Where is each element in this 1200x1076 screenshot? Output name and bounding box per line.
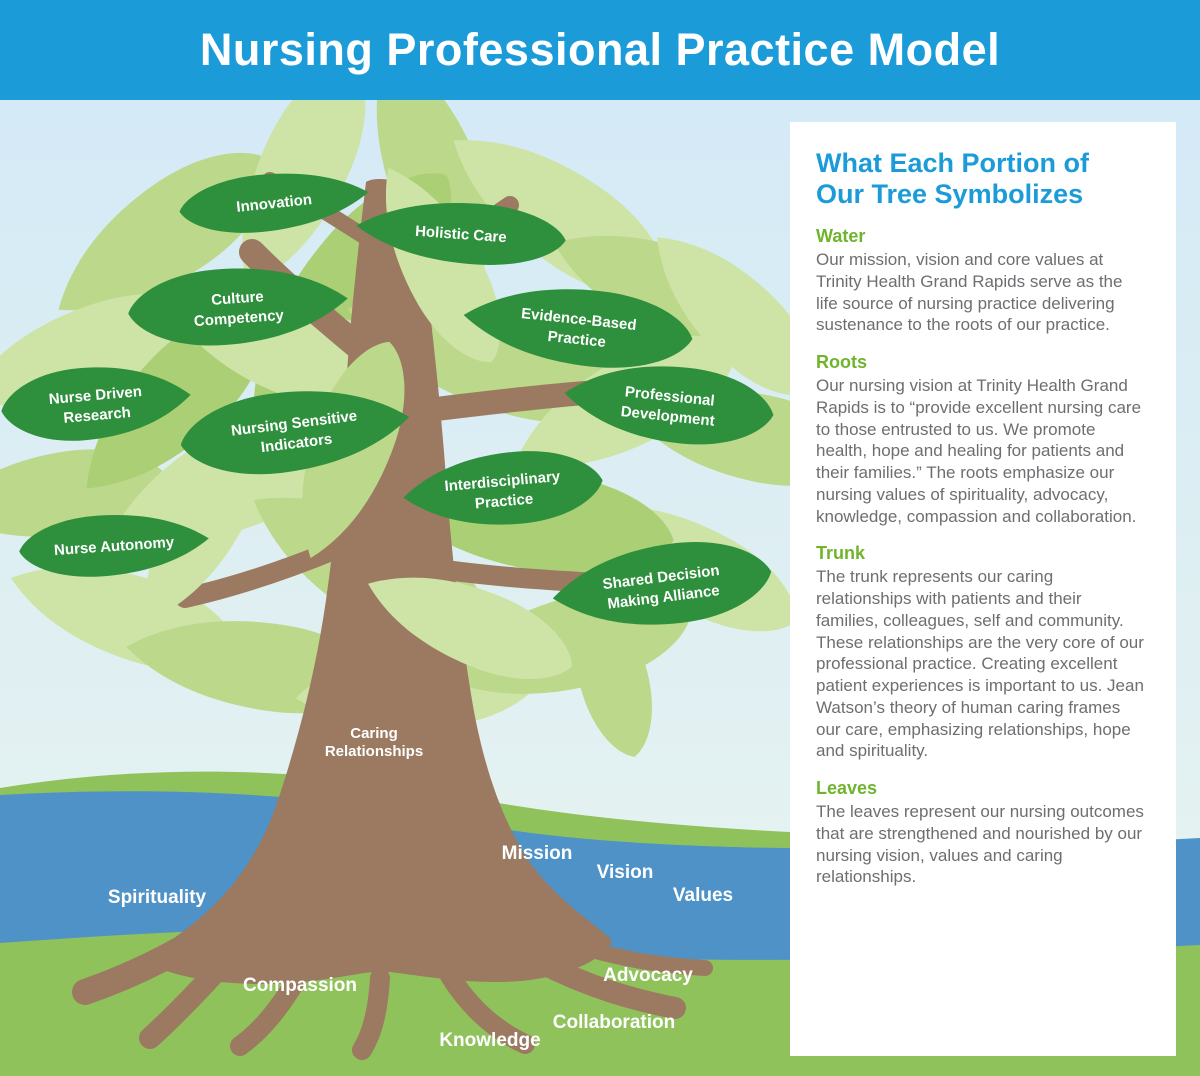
leaf-holistic-care: Holistic Care (354, 195, 568, 271)
root (567, 937, 713, 976)
root (230, 964, 310, 1056)
root-label-collaboration: Collaboration (553, 1012, 675, 1033)
section-body: The trunk represents our caring relation… (816, 567, 1144, 761)
section-body: Our nursing vision at Trinity Health Gra… (816, 376, 1142, 526)
root-value-labels: Spirituality Compassion Knowledge Collab… (108, 887, 693, 1051)
leaf-innovation: Innovation (176, 163, 372, 241)
water-labels: Mission Vision Values (502, 843, 733, 906)
root-label-knowledge: Knowledge (439, 1030, 540, 1051)
legend-section-leaves: Leaves The leaves represent our nursing … (816, 778, 1146, 888)
page-title: Nursing Professional Practice Model (199, 24, 1001, 75)
leaf-label: Culture (211, 288, 265, 309)
legend-section-trunk: Trunk The trunk represents our caring re… (816, 543, 1146, 762)
legend-panel: What Each Portion of Our Tree Symbolizes… (790, 122, 1176, 1056)
root (72, 925, 213, 1005)
trunk-label-line: Caring (350, 725, 398, 742)
water-label-values: Values (673, 885, 733, 906)
leaf-shared-decision-making-alliance: Shared Decision Making Alliance (547, 531, 777, 639)
leaf-evidence-based-practice: Evidence-Based Practice (459, 277, 697, 377)
leaf-nurse-driven-research: Nurse Driven Research (0, 358, 194, 448)
section-heading: Roots (816, 352, 867, 373)
labeled-leaves: Innovation Holistic Care Culture Compete… (0, 163, 778, 639)
section-body: The leaves represent our nursing outcome… (816, 802, 1144, 887)
leaf-nurse-autonomy: Nurse Autonomy (17, 508, 211, 582)
legend-title: What Each Portion of Our Tree Symbolizes (816, 148, 1089, 210)
leaf-interdisciplinary-practice: Interdisciplinary Practice (400, 444, 606, 534)
leaf-nursing-sensitive-indicators: Nursing Sensitive Indicators (175, 377, 415, 485)
root-label-compassion: Compassion (243, 975, 357, 996)
leaf-label: Holistic Care (415, 223, 508, 246)
water-label-vision: Vision (597, 862, 654, 883)
leaf-label: Competency (193, 307, 285, 330)
leaf-culture-competency: Culture Competency (125, 260, 351, 352)
root (529, 951, 686, 1019)
root (139, 945, 241, 1049)
trunk-label: Caring Relationships (325, 725, 423, 760)
legend-section-roots: Roots Our nursing vision at Trinity Heal… (816, 352, 1146, 527)
leaf-label: Practice (474, 490, 534, 512)
leaf-professional-development: Professional Development (560, 355, 778, 453)
section-heading: Trunk (816, 543, 866, 564)
leaf-label: Research (63, 404, 132, 427)
water-label-mission: Mission (502, 843, 573, 864)
root (352, 968, 390, 1060)
trunk-label-line: Relationships (325, 743, 423, 760)
header-banner: Nursing Professional Practice Model (0, 0, 1200, 100)
legend-section-water: Water Our mission, vision and core value… (816, 226, 1146, 336)
section-body: Our mission, vision and core values at T… (816, 250, 1123, 335)
leaf-label: Practice (547, 328, 607, 351)
branch (175, 540, 344, 608)
root-label-advocacy: Advocacy (603, 965, 693, 986)
section-heading: Water (816, 226, 866, 247)
root-label-spirituality: Spirituality (108, 887, 207, 908)
section-heading: Leaves (816, 778, 878, 799)
root (440, 966, 535, 1054)
